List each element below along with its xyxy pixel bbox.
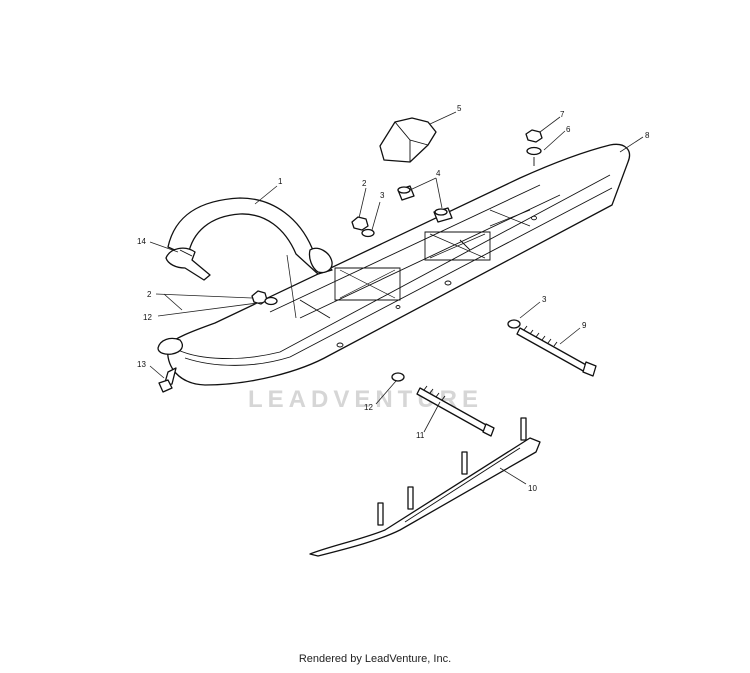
ski-handle: [167, 197, 333, 275]
callout-2: 2: [362, 179, 367, 188]
callout-2-left: 2: [147, 290, 152, 299]
callout-10: 10: [528, 484, 537, 493]
wear-bar: [309, 417, 541, 557]
callout-7: 7: [560, 110, 565, 119]
handle-clip: [165, 247, 211, 281]
callout-6: 6: [566, 125, 571, 134]
callout-3: 3: [380, 191, 385, 200]
callout-8: 8: [645, 131, 650, 140]
bolt-right: [507, 319, 597, 377]
ski-body: [157, 143, 631, 386]
callout-11: 11: [416, 431, 425, 440]
callout-4: 4: [436, 169, 441, 178]
callout-14: 14: [137, 237, 146, 246]
callout-3-right: 3: [542, 295, 547, 304]
callout-13: 13: [137, 360, 146, 369]
callout-5: 5: [457, 104, 462, 113]
footer-credit: Rendered by LeadVenture, Inc.: [298, 653, 452, 665]
callouts: 1 2 3 4 5 6 7 8 2 12 13 14 3 9 12 11 10: [137, 104, 650, 493]
callout-1: 1: [278, 177, 283, 186]
bumper-pad: [379, 117, 437, 163]
bushings: [397, 185, 453, 223]
front-bolt: [158, 367, 177, 393]
callout-12-lower: 12: [364, 403, 373, 412]
callout-12-left: 12: [143, 313, 152, 322]
leader-lines: [149, 111, 644, 485]
nut-washer-left: [251, 290, 278, 306]
bolt-lower: [391, 372, 495, 437]
nut-washer-top: [525, 129, 543, 166]
nut-washer-middle: [351, 216, 375, 238]
callout-9: 9: [582, 321, 587, 330]
